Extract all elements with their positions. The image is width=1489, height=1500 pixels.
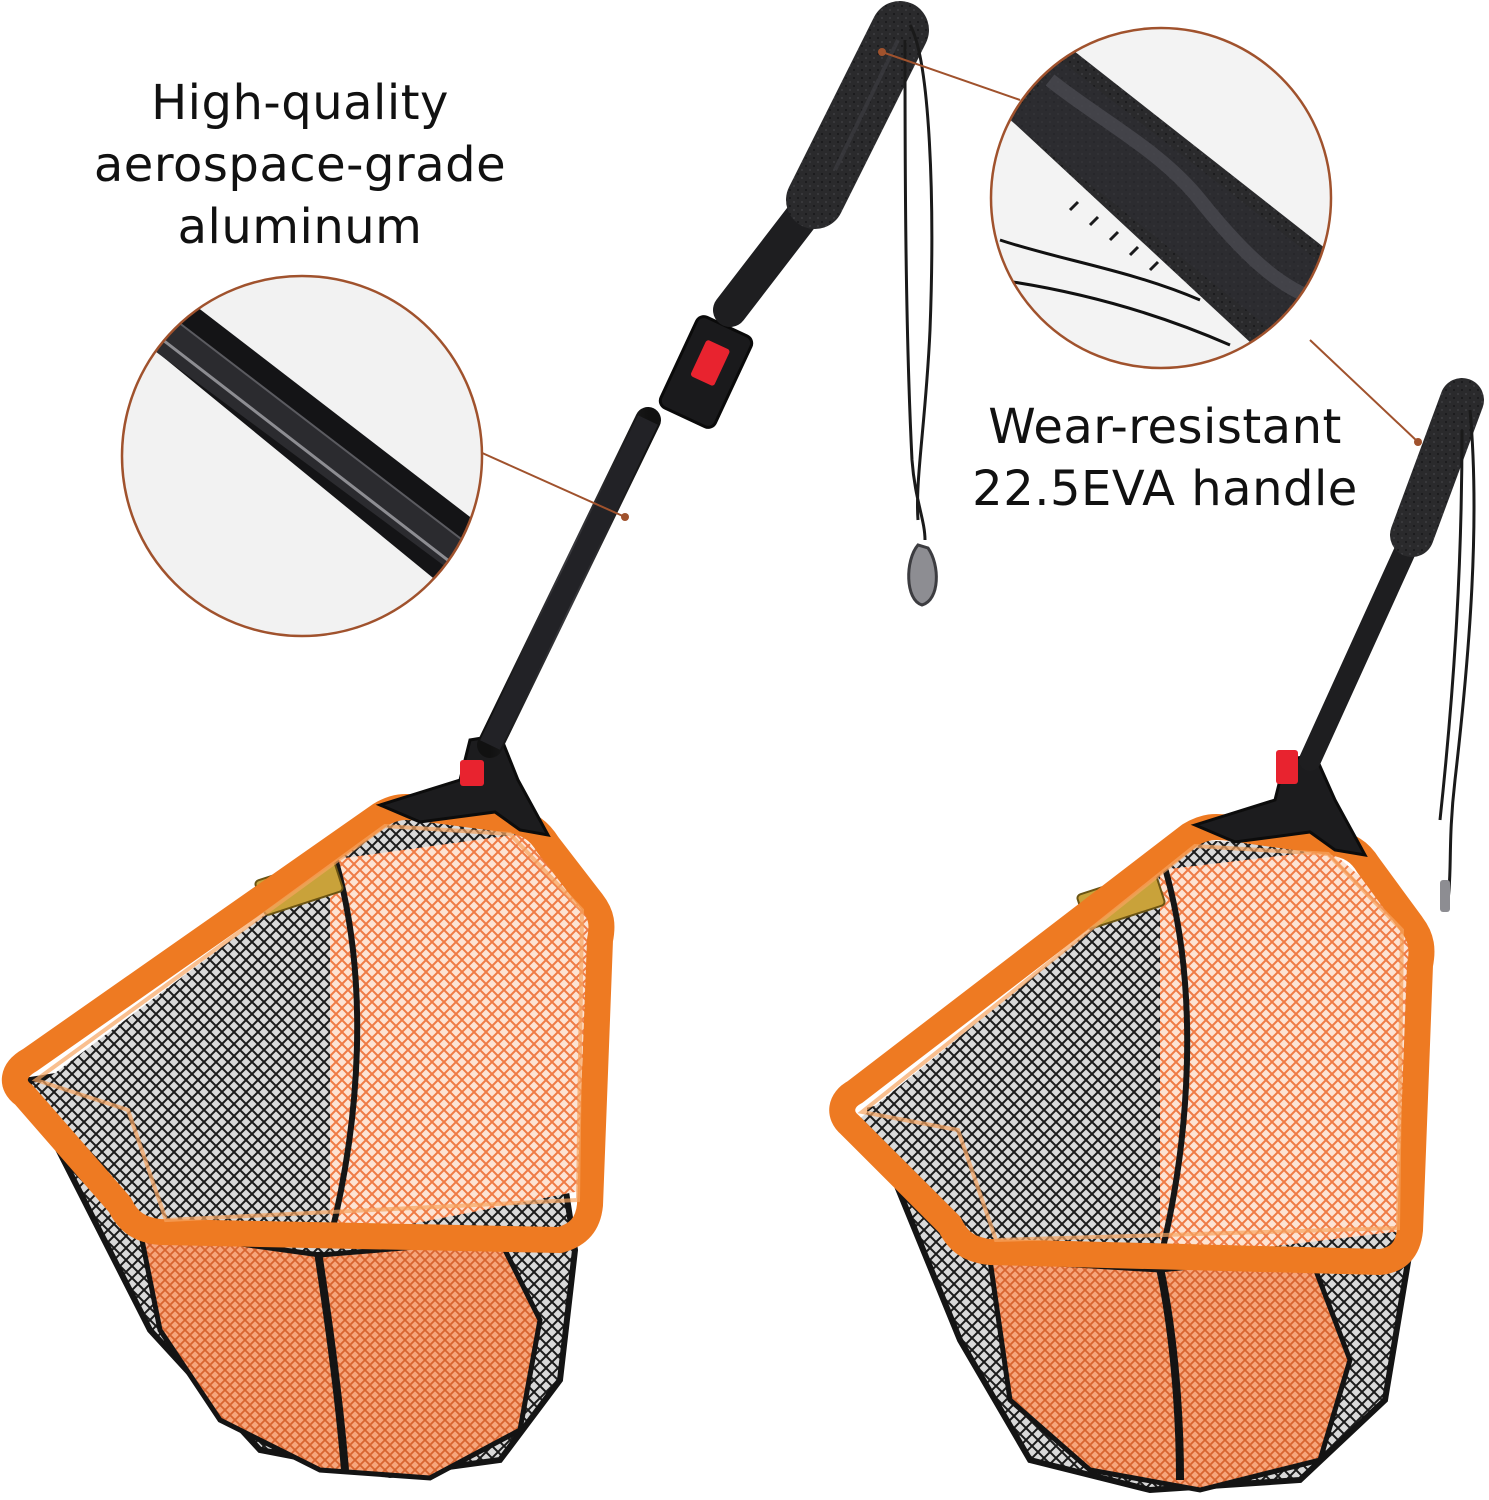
handle-caption-line-2: 22.5EVA handle — [972, 461, 1358, 517]
right-pole — [1299, 529, 1421, 771]
left-pole-lower-core — [480, 415, 658, 750]
aluminum-caption-line-2: aerospace-grade — [93, 137, 507, 193]
callout-lines — [479, 51, 1419, 518]
right-hoop-highlight — [857, 843, 1405, 1243]
left-hoop-frame — [2, 793, 615, 1253]
left-lanyard — [903, 24, 934, 541]
aluminum-pole-closeup — [120, 274, 484, 638]
left-hinge-button — [460, 760, 484, 786]
aluminum-caption-line-3: aluminum — [177, 199, 423, 255]
right-hinge-button — [1276, 750, 1298, 784]
left-net-fold — [327, 857, 361, 1241]
left-grip-ridge — [833, 39, 900, 171]
left-landing-net — [2, 1, 938, 1481]
left-net-inner-orange — [330, 834, 590, 1240]
right-lanyard — [1438, 409, 1476, 901]
left-lanyard-clip — [907, 543, 938, 607]
left-grip — [786, 1, 929, 229]
callout-line-aluminum — [479, 451, 626, 518]
handle-caption-line-1: Wear-resistant — [988, 399, 1342, 455]
right-hoop-frame — [829, 813, 1435, 1275]
right-net-seam — [1156, 1267, 1184, 1481]
left-net-seam — [314, 1251, 349, 1471]
callout-line-grip-top — [881, 51, 1021, 101]
eva-handle-closeup — [989, 26, 1333, 370]
aluminum-caption-line-1: High-quality — [151, 75, 449, 131]
left-pole-lock — [658, 315, 754, 429]
right-net-fold — [1157, 867, 1191, 1261]
right-net-inner-orange — [1160, 850, 1410, 1260]
right-lanyard-clip — [1440, 880, 1450, 912]
left-hoop-highlight — [31, 823, 585, 1223]
right-landing-net — [829, 378, 1484, 1494]
right-grip — [1390, 378, 1484, 557]
callout-line-handle — [1309, 339, 1419, 443]
handle-caption: Wear-resistant 22.5EVA handle — [955, 396, 1375, 520]
aluminum-caption: High-quality aerospace-grade aluminum — [90, 72, 510, 258]
